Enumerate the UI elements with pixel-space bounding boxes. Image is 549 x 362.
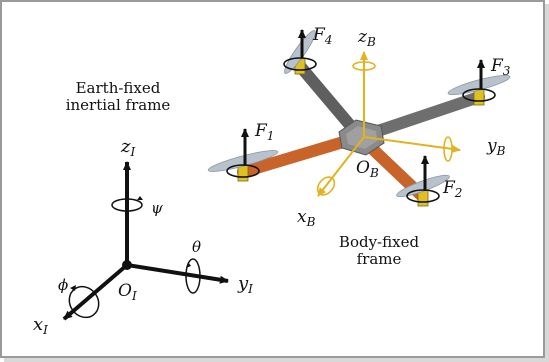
- yaw-label: ψ: [151, 199, 163, 217]
- yaw-arrowhead-icon: [137, 196, 143, 200]
- body-z-label: zB: [357, 27, 376, 49]
- body-y-label: yB: [486, 136, 506, 158]
- force-1-label: F1: [254, 121, 274, 143]
- force-2-label: F2: [442, 178, 462, 200]
- pitch-label: θ: [192, 238, 201, 256]
- rotor-1-spin-icon: [226, 164, 260, 178]
- earth-frame-caption-1: Earth-fixed: [76, 79, 161, 97]
- rotor-4-spin-icon: [283, 57, 317, 71]
- body-frame-caption-1: Body-fixed: [339, 233, 420, 251]
- front-left-arm: [237, 131, 366, 178]
- roll-arrowhead-icon: [70, 285, 76, 291]
- body-frame-caption-2: frame: [357, 250, 402, 268]
- earth-z-label: zI: [120, 136, 135, 159]
- yaw-rotation-icon: [111, 198, 143, 212]
- rotor-2-spin-icon: [406, 189, 440, 203]
- body-frame: zB yB xB OB Body-fixed frame: [297, 27, 506, 268]
- hub-top: [346, 126, 377, 149]
- force-3-label: F3: [490, 56, 511, 78]
- earth-x-axis: [62, 263, 129, 321]
- quadrotor: F4 F3 F1 F2: [207, 25, 511, 207]
- body-origin-label: OB: [356, 158, 379, 180]
- body-pitch-rotation-icon: [443, 136, 453, 162]
- earth-origin-dot: [122, 260, 132, 270]
- body-x-label: xB: [297, 207, 316, 229]
- body-yaw-rotation-icon: [352, 61, 376, 71]
- earth-y-axis: [126, 263, 229, 284]
- roll-label: ϕ: [58, 276, 68, 294]
- earth-x-label: xI: [33, 314, 48, 337]
- body-x-axis: [317, 136, 365, 197]
- rotor-3-spin-icon: [462, 88, 496, 102]
- body-roll-rotation-icon: [316, 176, 336, 196]
- earth-frame: Earth-fixed inertial frame zI yI xI OI ψ…: [33, 79, 253, 337]
- earth-origin-label: OI: [118, 281, 137, 303]
- propeller-4: [284, 30, 316, 74]
- pitch-rotation-icon: [185, 258, 201, 294]
- pitch-arrowhead-icon: [186, 262, 191, 268]
- force-4-label: F4: [312, 25, 332, 47]
- earth-y-label: yI: [237, 273, 253, 296]
- earth-frame-caption-2: inertial frame: [66, 96, 171, 114]
